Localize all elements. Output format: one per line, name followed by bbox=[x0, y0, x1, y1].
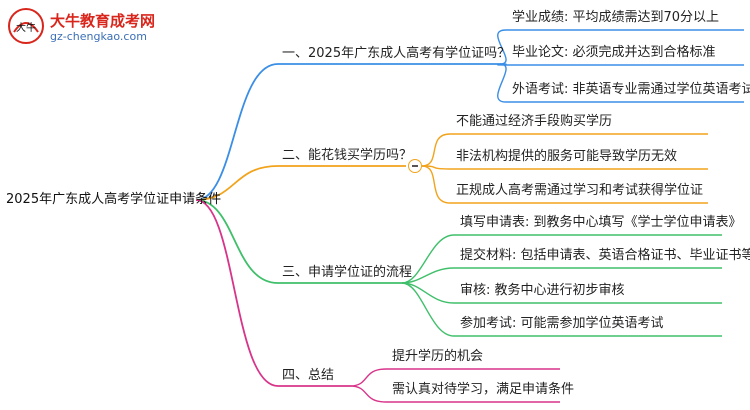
leaf-connector bbox=[497, 63, 507, 103]
leaf-topic[interactable]: 外语考试: 非英语专业需通过学位英语考试 bbox=[512, 82, 750, 97]
brand-logo[interactable]: 大牛 大牛教育成考网 gz-chengkao.com bbox=[6, 6, 166, 48]
leaf-connector bbox=[401, 282, 455, 337]
branch-topic-2[interactable]: 二、能花钱买学历吗？ bbox=[282, 148, 413, 163]
leaf-connector bbox=[497, 29, 507, 65]
branch-topic-4[interactable]: 四、总结 bbox=[282, 368, 335, 383]
leaf-topic[interactable]: 提升学历的机会 bbox=[392, 349, 484, 364]
leaf-connector bbox=[401, 267, 455, 284]
leaf-topic[interactable]: 参加考试: 可能需参加学位英语考试 bbox=[460, 316, 664, 331]
branch-topic-3[interactable]: 三、申请学位证的流程 bbox=[282, 265, 413, 280]
leaf-topic[interactable]: 填写申请表: 到教务中心填写《学士学位申请表》 bbox=[460, 215, 742, 230]
leaf-topic[interactable]: 学业成绩: 平均成绩需达到70分以上 bbox=[512, 10, 720, 25]
branch-connector bbox=[195, 199, 279, 284]
leaf-connector bbox=[421, 165, 451, 204]
leaf-topic[interactable]: 非法机构提供的服务可能导致学历无效 bbox=[456, 149, 678, 164]
leaf-topic[interactable]: 毕业论文: 必须完成并达到合格标准 bbox=[512, 45, 716, 60]
leaf-topic[interactable]: 提交材料: 包括申请表、英语合格证书、毕业证书等 bbox=[460, 248, 750, 263]
logo-url: gz-chengkao.com bbox=[50, 30, 147, 43]
logo-title: 大牛教育成考网 bbox=[50, 12, 156, 30]
branch-connector bbox=[195, 165, 279, 201]
leaf-topic[interactable]: 需认真对待学习，满足申请条件 bbox=[392, 382, 575, 397]
leaf-topic[interactable]: 审核: 教务中心进行初步审核 bbox=[460, 283, 625, 298]
leaf-topic[interactable]: 不能通过经济手段购买学历 bbox=[456, 114, 613, 129]
branch-connector bbox=[195, 199, 279, 387]
leaf-topic[interactable]: 正规成人高考需通过学习和考试获得学位证 bbox=[456, 183, 704, 198]
root-topic[interactable]: 2025年广东成人高考学位证申请条件 bbox=[6, 192, 222, 207]
logo-mark-icon: 大牛 bbox=[8, 8, 44, 44]
leaf-connector bbox=[349, 368, 387, 387]
leaf-connector bbox=[401, 234, 455, 284]
leaf-connector bbox=[421, 133, 451, 167]
branch-connector bbox=[195, 63, 279, 201]
branch-topic-1[interactable]: 一、2025年广东成人高考有学位证吗？ bbox=[282, 46, 511, 61]
collapse-toggle-icon[interactable] bbox=[408, 159, 422, 173]
leaf-connector bbox=[349, 385, 387, 403]
logo-mark-text: 大牛 bbox=[16, 21, 36, 34]
